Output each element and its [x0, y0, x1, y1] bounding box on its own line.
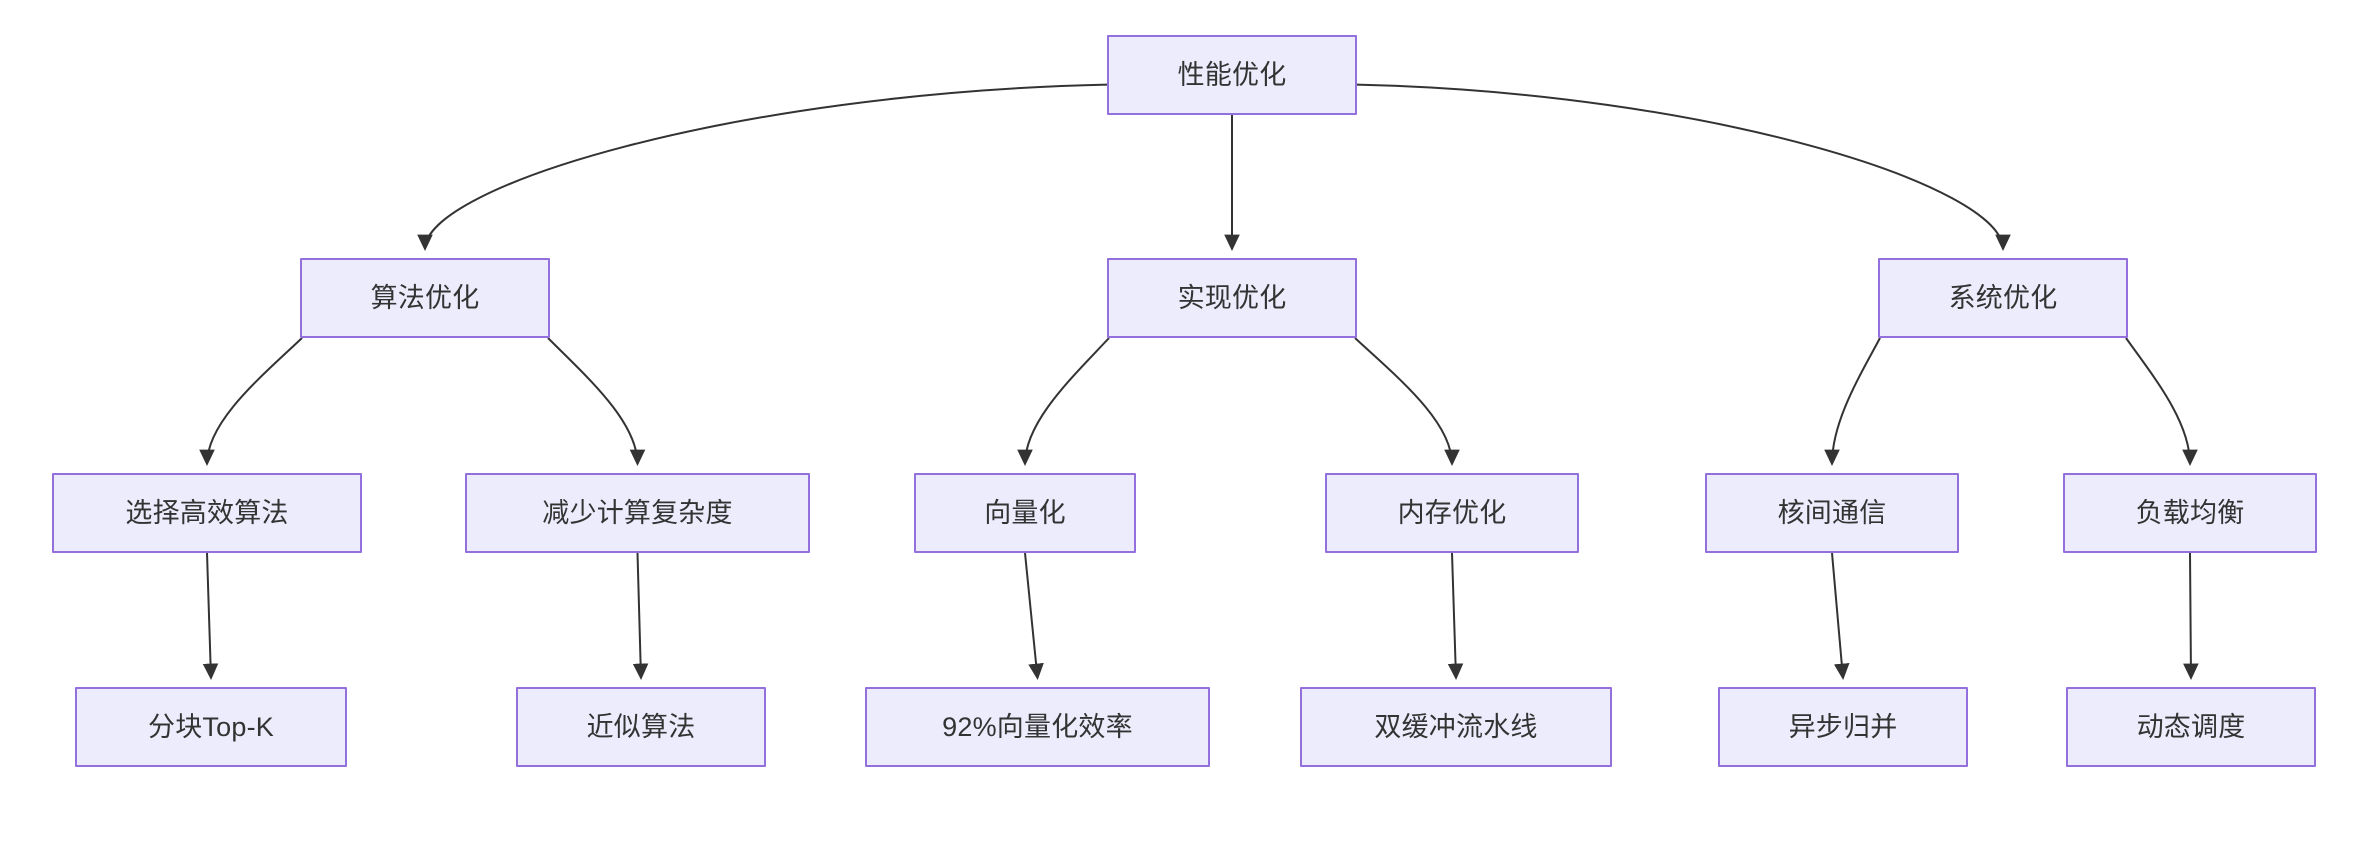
flow-node[interactable]: 负载均衡: [2063, 473, 2317, 553]
flow-edge: [2125, 337, 2198, 466]
flow-node[interactable]: 实现优化: [1107, 258, 1357, 338]
flow-node-label: 92%向量化效率: [942, 711, 1133, 742]
flow-edge: [1447, 552, 1464, 680]
flow-node-label: 实现优化: [1177, 282, 1287, 313]
flow-edge: [199, 337, 303, 466]
flow-edge: [1017, 337, 1110, 466]
flow-node[interactable]: 分块Top-K: [75, 687, 347, 767]
flow-node-label: 内存优化: [1397, 497, 1507, 528]
flow-edge: [1356, 83, 2011, 251]
flow-edge: [2183, 552, 2199, 680]
flow-node-label: 负载均衡: [2135, 497, 2245, 528]
flow-node-label: 动态调度: [2136, 711, 2246, 742]
flow-edge: [417, 83, 1108, 251]
flow-edge: [1024, 552, 1044, 680]
flow-node-label: 近似算法: [586, 711, 696, 742]
flow-node-label: 性能优化: [1177, 59, 1287, 90]
flow-edge: [632, 552, 649, 680]
flow-node-label: 双缓冲流水线: [1374, 711, 1538, 742]
flow-edge: [1831, 552, 1850, 680]
flow-node-label: 向量化: [984, 497, 1066, 528]
flow-node[interactable]: 内存优化: [1325, 473, 1579, 553]
flow-node[interactable]: 算法优化: [300, 258, 550, 338]
flow-node-label: 选择高效算法: [125, 497, 289, 528]
flow-node-label: 核间通信: [1777, 497, 1887, 528]
flow-node[interactable]: 选择高效算法: [52, 473, 362, 553]
flow-node[interactable]: 向量化: [914, 473, 1136, 553]
flow-node[interactable]: 减少计算复杂度: [465, 473, 810, 553]
flow-node-label: 分块Top-K: [148, 711, 274, 742]
flow-node[interactable]: 核间通信: [1705, 473, 1959, 553]
flow-node-label: 减少计算复杂度: [542, 497, 733, 528]
flow-node-label: 系统优化: [1948, 282, 2058, 313]
edge-paths: [199, 83, 2199, 680]
flow-node-label: 算法优化: [370, 282, 480, 313]
flow-node[interactable]: 动态调度: [2066, 687, 2316, 767]
flow-node[interactable]: 92%向量化效率: [865, 687, 1210, 767]
flow-node[interactable]: 系统优化: [1878, 258, 2128, 338]
flow-edge: [1354, 337, 1460, 466]
flow-edge: [547, 337, 646, 466]
flow-node[interactable]: 性能优化: [1107, 35, 1357, 115]
flow-node[interactable]: 双缓冲流水线: [1300, 687, 1612, 767]
flow-edge: [1824, 337, 1881, 466]
flow-edge: [202, 552, 219, 680]
flow-node-label: 异步归并: [1788, 711, 1898, 742]
flow-node[interactable]: 近似算法: [516, 687, 766, 767]
flow-node[interactable]: 异步归并: [1718, 687, 1968, 767]
